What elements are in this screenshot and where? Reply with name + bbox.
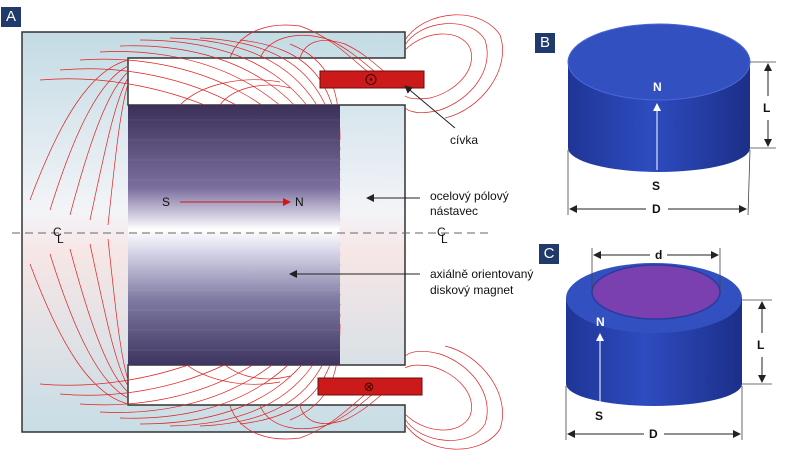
centerline-l-left: L	[57, 232, 64, 246]
disc-d-ext-right	[747, 149, 751, 216]
ring-inner-label: d	[655, 248, 662, 262]
panel-b: N S L D	[567, 23, 776, 216]
ring-pole-n: N	[596, 315, 605, 329]
panel-b-tag: B	[535, 33, 555, 53]
centerline-c-right: C	[437, 225, 446, 239]
ring-l-label: L	[757, 338, 764, 352]
coil-bottom	[317, 377, 423, 396]
field-lines-top	[29, 14, 503, 231]
panel-c-tag: C	[539, 244, 559, 264]
centerline-l-right: L	[441, 232, 448, 246]
coil-label: cívka	[450, 133, 478, 147]
panel-c: N S d L D	[565, 248, 772, 441]
coil-top-symbol-ring	[365, 74, 377, 85]
disc-top	[568, 24, 750, 100]
coil-leader	[404, 85, 456, 129]
ring-inner-edge	[591, 264, 721, 320]
centerline-c-left: C	[53, 225, 62, 239]
pole-piece-label-line2: nástavec	[430, 204, 478, 218]
ring-pole-s: S	[595, 409, 603, 423]
magnet-label-line1: axiálně orientovaný	[430, 267, 533, 281]
disc-magnet	[128, 105, 340, 365]
panel-a-tag: A	[1, 7, 21, 27]
magnet-pole-n: N	[295, 195, 304, 209]
magnet-stripes	[128, 119, 340, 351]
ring-d-label: D	[649, 427, 658, 441]
disc-l-label: L	[763, 101, 770, 115]
coil-top-symbol-dot	[369, 78, 373, 81]
magnet-pole-s: S	[162, 195, 170, 209]
disc-pole-s: S	[652, 179, 660, 193]
disc-pole-n: N	[653, 80, 662, 94]
coil-bottom-symbol: ⊗	[364, 380, 375, 395]
panel-a: ⊗ C L C L S N cívka ocelový pólový násta…	[12, 14, 533, 450]
pole-piece-label-line1: ocelový pólový	[430, 189, 509, 203]
disc-d-label: D	[652, 202, 661, 216]
ring-inner-face	[592, 265, 720, 319]
magnet-label-line2: diskový magnet	[430, 283, 514, 297]
